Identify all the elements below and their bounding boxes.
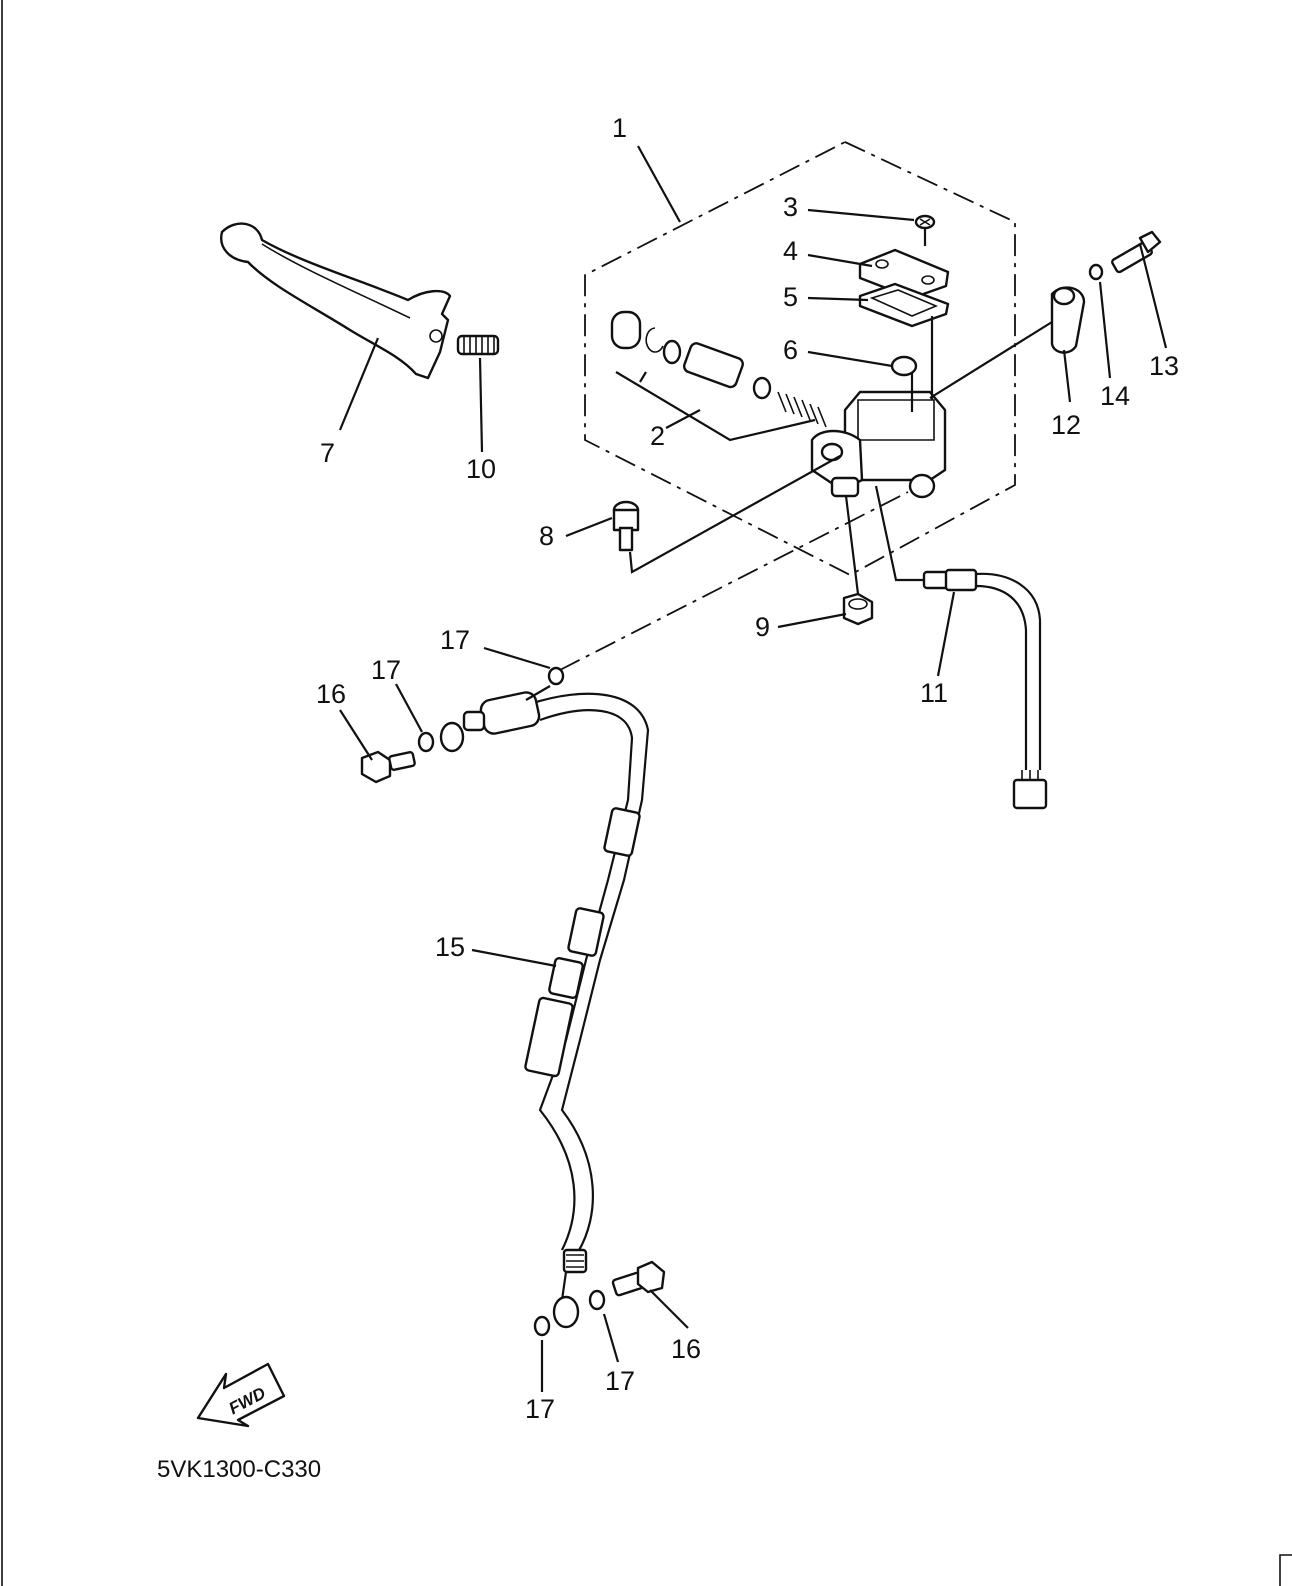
- callout-16-top: 16: [316, 679, 346, 709]
- nut: [842, 592, 874, 626]
- diaphragm: [858, 282, 950, 328]
- pivot-bolt: [612, 500, 640, 552]
- holder-bolt: [1111, 230, 1162, 274]
- callout-12: 12: [1051, 410, 1081, 440]
- callout-14: 14: [1100, 381, 1130, 411]
- front-brake-switch: [874, 485, 1048, 810]
- union-bolt-top: [360, 750, 416, 784]
- master-cylinder-body: [810, 390, 947, 499]
- callout-9: 9: [755, 612, 770, 642]
- callout-17-top-right: 17: [440, 625, 470, 655]
- callout-5: 5: [783, 282, 798, 312]
- callout-1: 1: [612, 113, 627, 143]
- gasket-bottom-2: [588, 1289, 606, 1311]
- callout-3: 3: [783, 192, 798, 222]
- assembly-line-gasket-top: [525, 685, 551, 701]
- holder: [1050, 286, 1086, 354]
- callout-8: 8: [539, 521, 554, 551]
- washer: [1088, 263, 1104, 281]
- callout-6: 6: [783, 335, 798, 365]
- piston-kit: [610, 310, 827, 442]
- reservoir-cap: [858, 248, 950, 300]
- assembly-line-nut: [844, 495, 860, 595]
- diagram-code: 5VK1300-C330: [157, 1456, 321, 1483]
- union-bolt-bottom: [611, 1260, 666, 1297]
- callout-13: 13: [1149, 351, 1179, 381]
- callout-17-top-left: 17: [371, 655, 401, 685]
- callout-2: 2: [650, 421, 665, 451]
- callout-4: 4: [783, 236, 798, 266]
- banjo-top: [439, 721, 465, 753]
- callout-17-bottom-left: 17: [525, 1394, 555, 1424]
- brake-hose: [462, 691, 650, 1301]
- gasket-bottom-1: [533, 1315, 551, 1337]
- brake-lever: [220, 222, 452, 380]
- lever-spring: [456, 334, 500, 356]
- gasket-top-2: [547, 666, 565, 686]
- callout-10: 10: [466, 454, 496, 484]
- assembly-line-hose-top: [559, 491, 909, 671]
- callout-16-bottom: 16: [671, 1334, 701, 1364]
- reservoir-screw: [914, 214, 936, 246]
- callout-7: 7: [320, 438, 335, 468]
- master-cylinder-kit-outline: [584, 140, 1016, 577]
- assembly-line-holder: [929, 321, 1053, 399]
- fwd-arrow: FWD: [196, 1362, 286, 1428]
- callout-numbers: 1 2 3 4 5 6 7 8 9 10 11 12 13 14 15 16 1…: [316, 113, 1179, 1424]
- callout-11: 11: [920, 678, 948, 708]
- callout-17-bottom-right: 17: [605, 1366, 635, 1396]
- corner-mark: [1279, 1554, 1292, 1586]
- leader-lines: [338, 145, 1168, 1392]
- assembly-line-pivot: [628, 455, 841, 574]
- banjo-bottom: [552, 1295, 580, 1329]
- callout-15: 15: [435, 932, 465, 962]
- gasket-top-1: [417, 731, 435, 753]
